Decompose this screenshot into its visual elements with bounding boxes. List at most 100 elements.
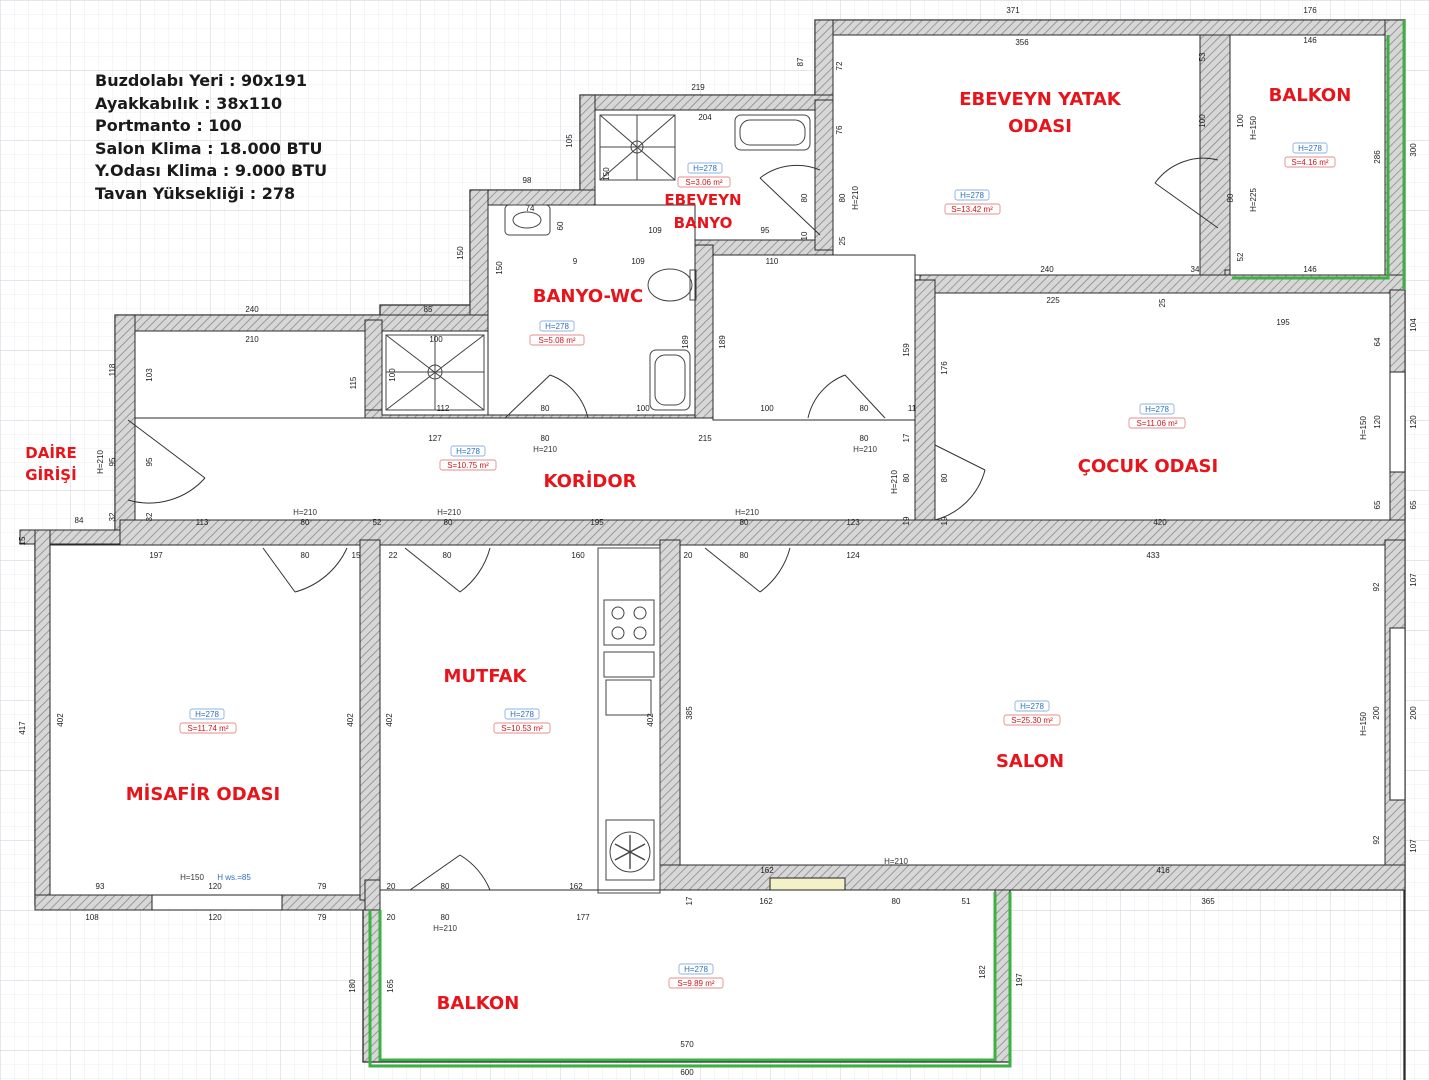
floor-koridor: [134, 417, 916, 521]
svg-text:100: 100: [636, 404, 650, 413]
svg-text:34: 34: [1191, 265, 1200, 274]
tag-s-cocuk: S=11.06 m²: [1137, 419, 1178, 428]
svg-text:197: 197: [149, 551, 163, 560]
svg-text:80: 80: [301, 518, 310, 527]
floor-koridor-right: [712, 254, 916, 421]
svg-text:162: 162: [569, 882, 583, 891]
svg-text:200: 200: [1372, 706, 1381, 720]
tag-h-balkon-bottom: H=278: [684, 965, 708, 974]
svg-text:100: 100: [1236, 114, 1245, 128]
note-bedroom-ac: Y.Odası Klima : 9.000 BTU: [95, 161, 328, 180]
svg-text:108: 108: [85, 913, 99, 922]
svg-text:150: 150: [456, 246, 465, 260]
svg-text:80: 80: [444, 518, 453, 527]
door-height-labels: H=210 H=210 H=210 H=210 H=210 H=210 H=21…: [180, 445, 908, 933]
tag-s-ebeveyn-yatak: S=13.42 m²: [951, 205, 993, 214]
svg-text:219: 219: [691, 83, 705, 92]
tag-h-koridor: H=278: [456, 447, 480, 456]
window-label-misafir: H=150: [180, 873, 204, 882]
svg-text:20: 20: [387, 882, 396, 891]
svg-text:402: 402: [56, 713, 65, 727]
svg-text:80: 80: [800, 193, 809, 202]
svg-text:100: 100: [1198, 114, 1207, 128]
svg-text:177: 177: [576, 913, 590, 922]
svg-text:80: 80: [940, 473, 949, 482]
svg-text:103: 103: [145, 368, 154, 382]
svg-text:104: 104: [1409, 318, 1418, 332]
svg-text:87: 87: [796, 57, 805, 66]
door-label-misafir: H=210: [293, 508, 317, 517]
svg-text:80: 80: [541, 404, 550, 413]
window-sill-misafir: H ws.=85: [217, 873, 251, 882]
note-coat-rack: Portmanto : 100: [95, 116, 242, 135]
svg-text:80: 80: [443, 551, 452, 560]
entrance-label-1: DAİRE: [25, 443, 76, 462]
svg-text:120: 120: [1373, 415, 1382, 429]
door-label-salon: H=210: [735, 508, 759, 517]
svg-text:107: 107: [1409, 839, 1418, 853]
svg-text:176: 176: [1303, 6, 1317, 15]
door-label-mutfak: H=210: [437, 508, 461, 517]
svg-text:79: 79: [318, 913, 327, 922]
svg-text:25: 25: [838, 236, 847, 245]
svg-text:570: 570: [680, 1040, 694, 1049]
svg-text:365: 365: [1201, 897, 1215, 906]
svg-text:H=210: H=210: [890, 470, 899, 494]
room-name-banyo-wc: BANYO-WC: [533, 286, 643, 307]
svg-text:52: 52: [373, 518, 382, 527]
svg-text:195: 195: [590, 518, 604, 527]
svg-text:80: 80: [740, 551, 749, 560]
svg-text:65: 65: [1409, 500, 1418, 509]
svg-text:79: 79: [318, 882, 327, 891]
svg-text:19: 19: [940, 516, 949, 525]
svg-text:115: 115: [349, 376, 358, 389]
svg-text:112: 112: [437, 404, 450, 413]
svg-text:215: 215: [698, 434, 712, 443]
svg-text:53: 53: [1198, 52, 1207, 61]
svg-text:32: 32: [108, 512, 117, 521]
svg-text:51: 51: [962, 897, 971, 906]
svg-text:85: 85: [424, 305, 433, 314]
svg-text:118: 118: [108, 363, 117, 376]
svg-text:92: 92: [1372, 582, 1381, 591]
svg-text:300: 300: [1409, 143, 1418, 157]
svg-text:80: 80: [892, 897, 901, 906]
floor-balkon-bottom: [379, 889, 996, 1063]
svg-text:80: 80: [541, 434, 550, 443]
room-name-koridor: KORİDOR: [543, 470, 636, 492]
room-floors: [49, 34, 1391, 1063]
svg-text:11: 11: [908, 404, 917, 413]
svg-text:385: 385: [685, 706, 694, 720]
door-label-koridor-2: H=210: [853, 445, 877, 454]
windows: [151, 371, 1406, 911]
svg-text:H=210: H=210: [96, 450, 105, 474]
tag-h-salon: H=278: [1020, 702, 1044, 711]
tag-s-balkon-top: S=4.16 m²: [1291, 158, 1328, 167]
room-name-ebeveyn-banyo-1: EBEVEYN: [664, 191, 741, 209]
notes-panel: Buzdolabı Yeri : 90x191 Ayakkabılık : 38…: [95, 70, 327, 205]
tag-h-banyo-wc: H=278: [545, 322, 569, 331]
floor-balkon-top: [1229, 34, 1386, 276]
tag-s-koridor: S=10.75 m²: [447, 461, 489, 470]
svg-text:417: 417: [18, 721, 27, 735]
svg-text:150: 150: [602, 167, 611, 181]
room-name-balkon-bottom: BALKON: [437, 993, 520, 1014]
tag-s-balkon-bottom: S=9.89 m²: [677, 979, 714, 988]
note-shoe-cabinet: Ayakkabılık : 38x110: [95, 93, 283, 113]
svg-text:225: 225: [1046, 296, 1060, 305]
svg-text:76: 76: [835, 125, 844, 134]
svg-text:15: 15: [352, 551, 361, 560]
tag-s-misafir: S=11.74 m²: [188, 724, 229, 733]
svg-text:19: 19: [902, 516, 911, 525]
tag-h-cocuk: H=278: [1145, 405, 1169, 414]
svg-text:600: 600: [680, 1068, 694, 1077]
svg-text:113: 113: [196, 518, 209, 527]
room-name-cocuk: ÇOCUK ODASI: [1078, 456, 1218, 477]
doors: [127, 157, 1219, 891]
svg-text:120: 120: [208, 882, 222, 891]
svg-text:210: 210: [245, 335, 259, 344]
svg-text:402: 402: [346, 713, 355, 727]
svg-text:109: 109: [648, 226, 662, 235]
area-tags: H=278 S=13.42 m² H=278 S=4.16 m² H=278 S…: [179, 142, 1336, 989]
room-labels: EBEVEYN YATAK ODASI BALKON EBEVEYN BANYO…: [25, 85, 1351, 1014]
